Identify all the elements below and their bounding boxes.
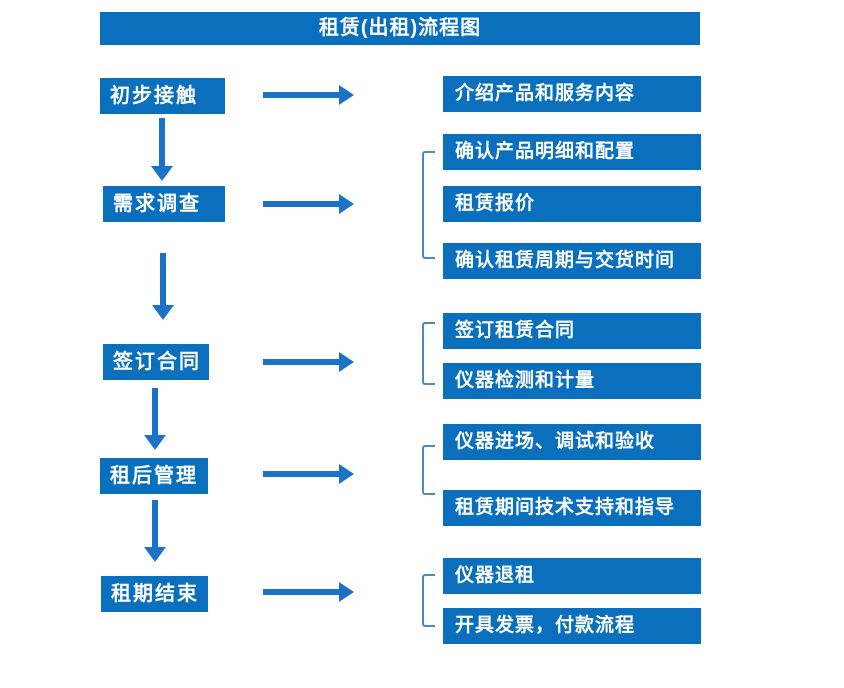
output-box-invoice-payment: 开具发票，付款流程 [443, 608, 701, 644]
flowchart-title: 租赁(出租)流程图 [100, 12, 700, 45]
output-box-confirm-product-details: 确认产品明细和配置 [443, 134, 701, 170]
group-bracket-post-management [422, 445, 435, 495]
right-arrow-icon [263, 85, 354, 105]
group-bracket-demand-survey [422, 151, 435, 259]
right-arrow-icon [263, 194, 354, 214]
output-box-confirm-rental-period: 确认租赁周期与交货时间 [443, 243, 701, 279]
group-bracket-sign-contract [422, 322, 435, 385]
step-box-demand-survey: 需求调查 [103, 186, 225, 222]
step-box-initial-contact: 初步接触 [100, 78, 225, 114]
output-box-instrument-return: 仪器退租 [443, 558, 701, 594]
output-box-instrument-setup: 仪器进场、调试和验收 [443, 424, 701, 460]
output-box-instrument-testing: 仪器检测和计量 [443, 363, 701, 399]
step-box-post-rental-management: 租后管理 [100, 458, 208, 494]
step-box-rental-end: 租期结束 [101, 576, 208, 612]
step-box-sign-contract: 签订合同 [103, 344, 209, 380]
right-arrow-icon [263, 352, 354, 372]
group-bracket-rental-end [422, 574, 435, 627]
right-arrow-icon [263, 582, 354, 602]
output-box-technical-support: 租赁期间技术支持和指导 [443, 490, 701, 526]
output-box-sign-rental-contract: 签订租赁合同 [443, 313, 701, 349]
right-arrow-icon [263, 464, 354, 484]
output-box-rental-quote: 租赁报价 [443, 186, 701, 222]
output-box-introduce-products: 介绍产品和服务内容 [443, 76, 701, 112]
